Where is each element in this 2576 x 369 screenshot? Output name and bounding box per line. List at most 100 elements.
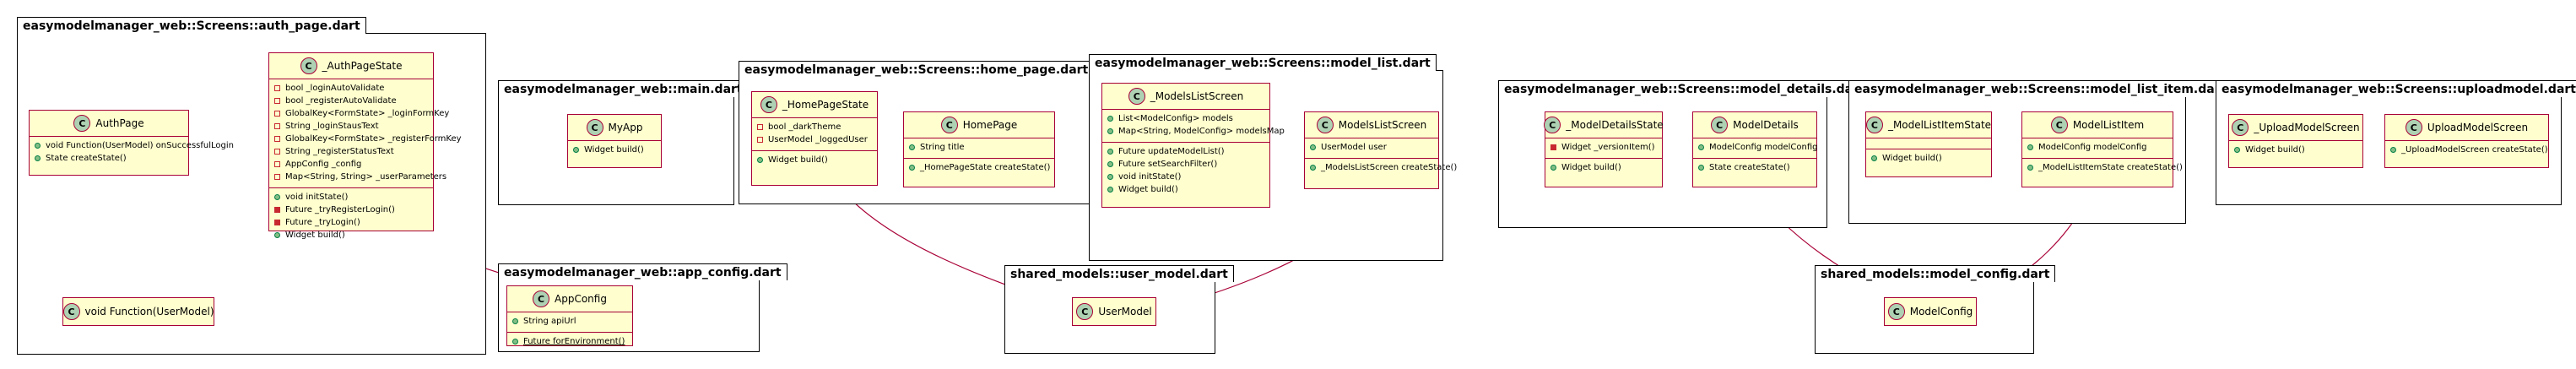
public-icon <box>1107 161 1113 167</box>
class-methods: Future updateModelList() Future setSearc… <box>1102 143 1269 200</box>
method-text: Widget build() <box>1118 185 1178 194</box>
class-members: _UploadModelScreen createState() <box>2385 141 2548 160</box>
member-row: Widget build() <box>2234 144 2357 156</box>
method-row: Future forEnvironment() <box>512 335 627 348</box>
method-row: Widget build() <box>1871 152 1986 165</box>
class-stereotype-icon: C <box>1316 117 1334 133</box>
member-row: _UploadModelScreen createState() <box>2390 144 2548 156</box>
package-title: easymodelmanager_web::Screens::auth_page… <box>17 17 366 34</box>
private-field-icon <box>274 161 280 167</box>
field-row: String apiUrl <box>512 315 627 328</box>
class-name: _UploadModelScreen <box>2254 122 2360 133</box>
field-text: String _loginStausText <box>285 122 379 131</box>
field-row: AppConfig _config <box>274 158 428 171</box>
class-header: C _UploadModelScreen <box>2229 115 2362 141</box>
class-name: _AuthPageState <box>322 60 403 72</box>
class-stereotype-icon: C <box>300 57 317 74</box>
method-text: Widget build() <box>1561 163 1621 172</box>
package-title: easymodelmanager_web::Screens::uploadmod… <box>2216 80 2576 97</box>
field-row: String _loginStausText <box>274 120 428 133</box>
class-methods: _ModelsListScreen createState() <box>1305 159 1457 178</box>
class-members: Widget build() <box>2229 141 2362 160</box>
class-fields: String title <box>904 138 1054 159</box>
public-icon <box>274 194 280 200</box>
class-methods: State createState() <box>1693 159 1816 178</box>
class-fields: ModelConfig modelConfig <box>1693 138 1818 159</box>
class-fields: String apiUrl <box>507 312 632 333</box>
field-row: bool _registerAutoValidate <box>274 95 428 107</box>
public-icon <box>35 143 41 149</box>
method-text: _ModelsListScreen createState() <box>1321 163 1458 172</box>
class-fields <box>1866 138 1991 149</box>
method-text: Widget build() <box>768 155 828 165</box>
class-fields: ModelConfig modelConfig <box>2022 138 2173 159</box>
class-modeldetails[interactable]: C ModelDetails ModelConfig modelConfig St… <box>1692 111 1818 187</box>
private-field-icon <box>757 137 763 143</box>
method-row: void initState() <box>274 191 428 203</box>
private-method-icon <box>1550 144 1556 150</box>
method-text: Widget build() <box>1882 154 1942 163</box>
class-stereotype-icon: C <box>2232 119 2249 136</box>
public-icon <box>35 155 41 161</box>
public-icon <box>512 318 518 324</box>
class-modelsliststate[interactable]: C_ModelsListScreen List<ModelConfig> mod… <box>1101 83 1285 208</box>
class-modellistitemstate[interactable]: C_ModelListItemState Widget build() <box>1865 111 1992 177</box>
public-icon <box>2234 147 2240 153</box>
class-fields: bool _loginAutoValidate bool _registerAu… <box>269 79 462 188</box>
class-stereotype-icon: C <box>1711 117 1729 133</box>
method-text: Future _tryRegisterLogin() <box>285 205 395 214</box>
private-field-icon <box>274 111 280 117</box>
class-uploadmodelstate[interactable]: C _UploadModelScreen Widget build() <box>2228 114 2363 168</box>
field-row: bool _darkTheme <box>757 121 872 133</box>
class-name: ModelConfig <box>1909 306 1973 317</box>
field-row: bool _loginAutoValidate <box>274 82 428 95</box>
field-row: GlobalKey<FormState> _registerFormKey <box>274 133 462 145</box>
class-methods: void initState() Future _tryRegisterLogi… <box>269 188 433 246</box>
class-name: _ModelListItemState <box>1887 119 1992 131</box>
package-title: easymodelmanager_web::main.dart <box>498 80 749 97</box>
private-field-icon <box>274 123 280 129</box>
method-row: _ModelListItemState createState() <box>2027 161 2183 174</box>
class-authpagestate[interactable]: C _AuthPageState bool _loginAutoValidate … <box>268 52 462 240</box>
class-stereotype-icon: C <box>940 117 958 133</box>
class-stereotype-icon: C <box>2050 117 2068 133</box>
field-text: bool _loginAutoValidate <box>285 84 385 93</box>
field-text: Map<String, ModelConfig> modelsMap <box>1118 127 1285 136</box>
field-text: UserModel _loggedUser <box>768 135 868 144</box>
private-field-icon <box>274 174 280 180</box>
package-title: easymodelmanager_web::Screens::model_det… <box>1498 80 1870 97</box>
class-modeldetailsstate[interactable]: C_ModelDetailsState Widget _versionItem(… <box>1544 111 1664 187</box>
method-row: _ModelsListScreen createState() <box>1310 161 1457 174</box>
member-text: State createState() <box>46 154 127 163</box>
field-text: GlobalKey<FormState> _registerFormKey <box>285 134 462 144</box>
private-method-icon <box>274 220 280 225</box>
class-header: C_HomePageState <box>752 92 877 118</box>
package-title: shared_models::user_model.dart <box>1004 265 1234 282</box>
class-name: _ModelDetailsState <box>1566 119 1664 131</box>
method-row: Widget build() <box>757 154 872 166</box>
class-homepagestate[interactable]: C_HomePageState bool _darkTheme UserMode… <box>751 91 878 186</box>
field-text: AppConfig _config <box>285 160 362 169</box>
field-text: ModelConfig modelConfig <box>1709 143 1818 152</box>
method-row: Future updateModelList() <box>1107 145 1264 158</box>
public-icon <box>1107 174 1113 180</box>
field-row: Widget _versionItem() <box>1550 141 1657 154</box>
class-name: ModelDetails <box>1733 119 1799 131</box>
field-row: String _registerStatusText <box>274 145 428 158</box>
class-name: _ModelsListScreen <box>1150 90 1244 102</box>
public-icon <box>2390 147 2396 153</box>
